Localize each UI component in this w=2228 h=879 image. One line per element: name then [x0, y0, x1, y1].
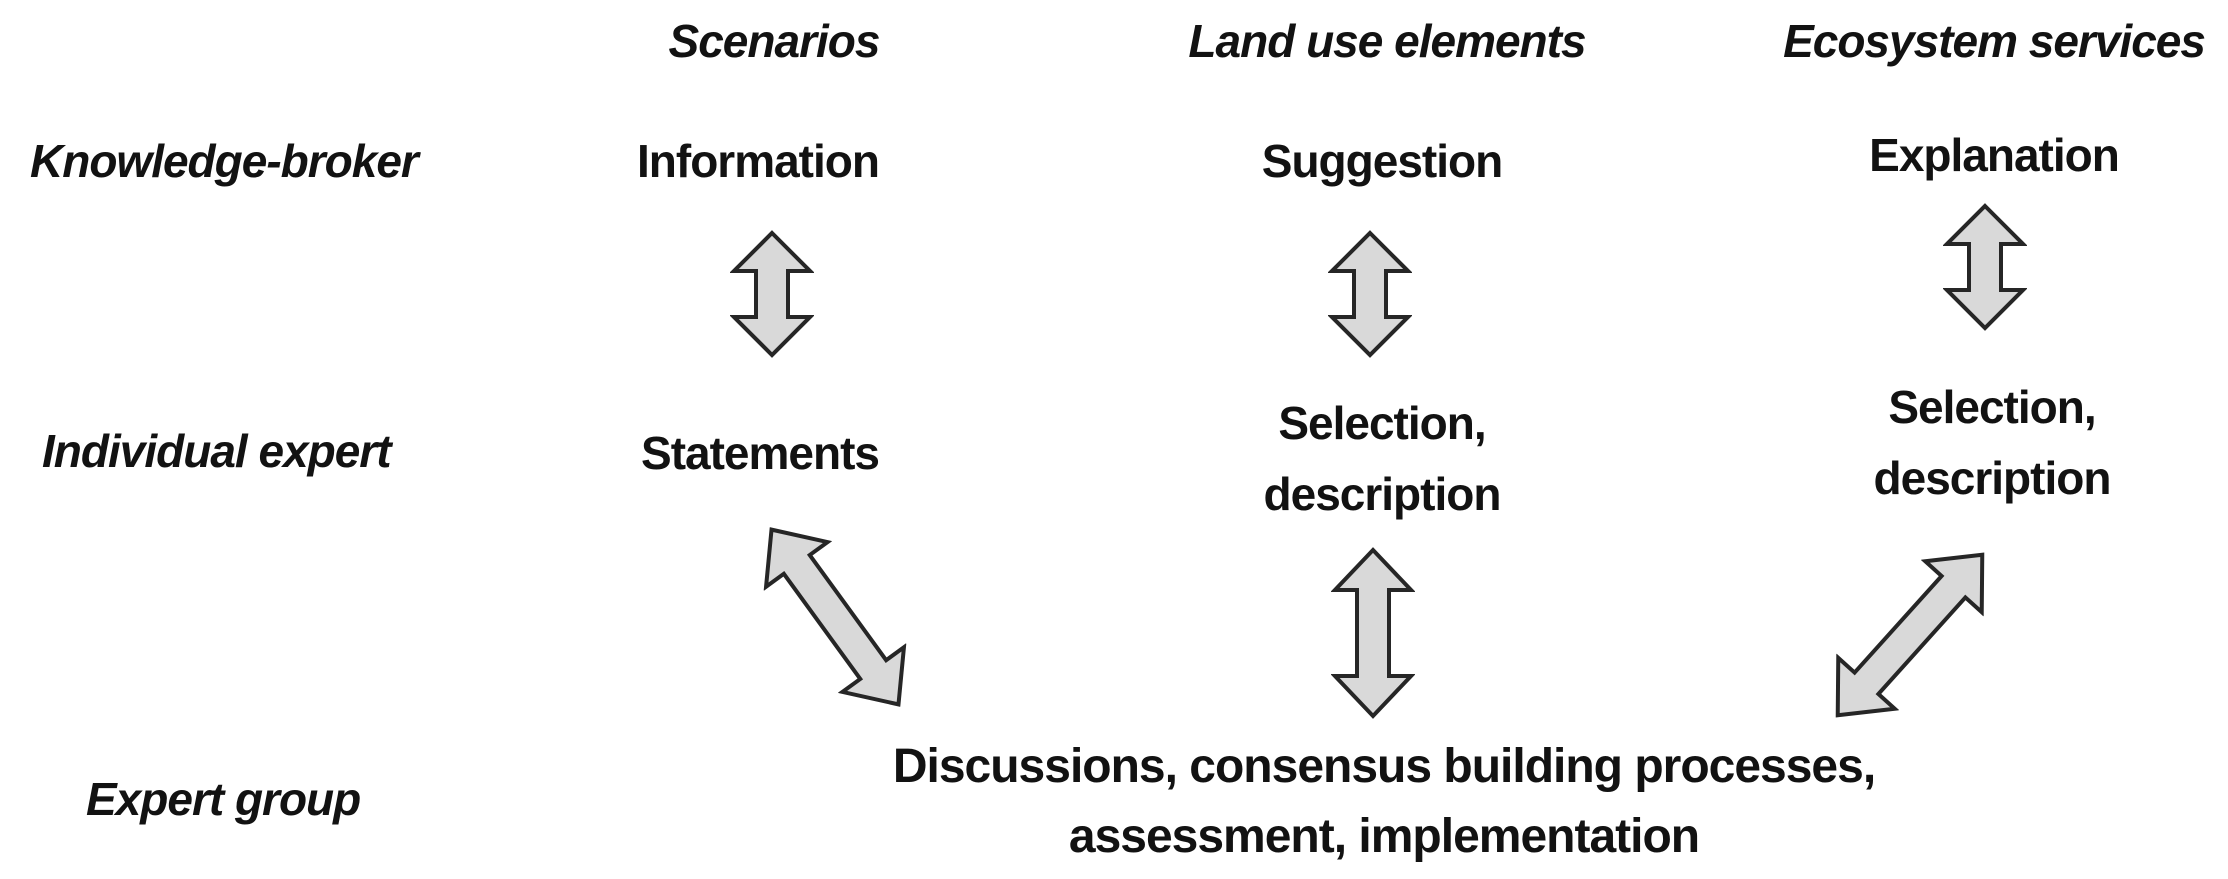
column-header-ecosystem-services: Ecosystem services: [1783, 15, 2206, 67]
cell-expert-group-activities: Discussions, consensus building processe…: [892, 740, 1876, 864]
double-arrow-icon-statements-expert-group: [736, 503, 934, 732]
row-label-individual-expert: Individual expert: [42, 425, 392, 477]
column-header-scenarios: Scenarios: [668, 15, 881, 67]
cell-selection-description-land-use: Selection, description: [1263, 397, 1502, 520]
column-header-land-use-elements: Land use elements: [1188, 15, 1586, 67]
cell-selection-description-ecosystem: Selection, description: [1873, 381, 2112, 504]
row-label-expert-group: Expert group: [86, 773, 361, 825]
double-arrow-icon-explanation-selection: [1943, 203, 2027, 331]
cell-statements: Statements: [641, 427, 880, 479]
double-arrow-icon-selection-expert-group: [1331, 547, 1415, 719]
double-arrow-icon-information-statements: [730, 230, 814, 358]
cell-suggestion: Suggestion: [1261, 135, 1503, 187]
row-label-knowledge-broker: Knowledge-broker: [30, 135, 419, 187]
cell-information: Information: [637, 135, 880, 187]
cell-explanation: Explanation: [1869, 129, 2120, 181]
double-arrow-icon-selection-ecosystem-expert-group: [1805, 524, 2016, 745]
double-arrow-icon-suggestion-selection: [1328, 230, 1412, 358]
